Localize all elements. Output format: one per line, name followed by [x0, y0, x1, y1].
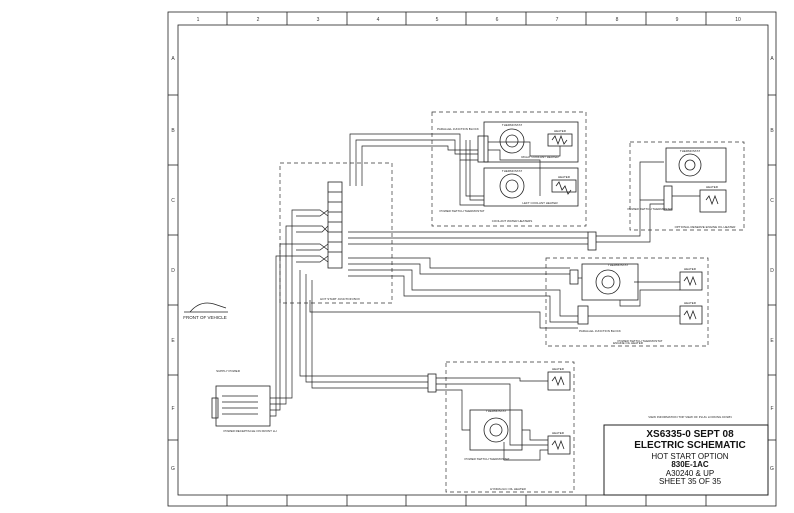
- power-receptacle: [215, 385, 271, 427]
- heater-label: HEATER: [558, 175, 571, 179]
- heater-element-icon: [547, 371, 571, 391]
- parallel-junction-label: PARALLEL JUNCTION BLOCK: [579, 329, 621, 333]
- power-switch-label: POWER SWITCH THERMOSTAT: [618, 339, 663, 343]
- row-label-c-right: C: [770, 198, 774, 204]
- hydraulic-heater-label: HYDRAULIC OIL HEATER: [490, 487, 527, 491]
- heater-label: HEATER: [554, 129, 567, 133]
- reserve-oil-thermostat-box: [665, 147, 727, 183]
- heater-label: HEATER: [684, 267, 697, 271]
- coolant-heaters-outline: [431, 111, 587, 227]
- thermostat-label: THERMOSTAT: [502, 169, 522, 173]
- heater-label: HEATER: [552, 431, 565, 435]
- heater-element-icon: [679, 271, 703, 291]
- drawing-title: ELECTRIC SCHEMATIC: [634, 439, 746, 451]
- right-coolant-label: RIGHT COOLANT HEATER: [521, 155, 559, 159]
- power-switch-label: POWER SWITCH THERMOSTAT: [465, 457, 510, 461]
- supply-power-label: SUPPLY POWER: [216, 369, 241, 373]
- row-label-f: F: [171, 406, 174, 412]
- row-label-e-right: E: [770, 338, 774, 344]
- junction-box-label: HOT START JUNCTION BOX: [320, 297, 360, 301]
- thermostat-icon: [678, 153, 702, 177]
- heater-element-icon: [679, 305, 703, 325]
- row-ticks: [168, 94, 776, 441]
- junction-terminal-block: [327, 181, 343, 269]
- col-label-8: 8: [616, 17, 619, 23]
- thermostat-label: THERMOSTAT: [486, 409, 506, 413]
- model-number: 830E-1AC: [671, 460, 709, 470]
- thermostat-icon: [595, 269, 621, 295]
- row-label-g: G: [171, 466, 175, 472]
- heater-label: HEATER: [684, 301, 697, 305]
- col-label-7: 7: [556, 17, 559, 23]
- left-coolant-thermostat-box: [483, 167, 579, 207]
- row-label-d-right: D: [770, 268, 774, 274]
- power-switch-label: POWER SWITCH THERMOSTAT: [628, 207, 673, 211]
- thermostat-icon: [499, 173, 525, 199]
- right-coolant-thermostat-box: [483, 121, 579, 163]
- front-of-vehicle-marker: [184, 302, 228, 313]
- front-of-vehicle-label: FRONT OF VEHICLE: [183, 315, 226, 320]
- title-block-text: XS6335-0 SEPT 08 ELECTRIC SCHEMATIC HOT …: [606, 424, 774, 492]
- thermostat-label: THERMOSTAT: [680, 149, 700, 153]
- row-label-c: C: [171, 198, 175, 204]
- row-label-b-right: B: [770, 128, 774, 134]
- reserve-oil-label: OPTIONAL RESERVE ENGINE OIL HEATER: [675, 225, 737, 229]
- col-label-10: 10: [735, 17, 741, 23]
- outer-border: [167, 11, 777, 507]
- engine-oil-heater-label: ENGINE OIL HEATER: [613, 341, 644, 345]
- heater-label: HEATER: [552, 367, 565, 371]
- power-switch-label: POWER SWITCH THERMOSTAT: [440, 209, 485, 213]
- parallel-junction-block: [477, 135, 489, 163]
- thermostat-label: THERMOSTAT: [608, 263, 628, 267]
- thermostat-icon: [499, 128, 525, 154]
- serial-range: A30240 & UP: [665, 468, 715, 478]
- row-label-f-right: F: [770, 406, 773, 412]
- option-name: HOT START OPTION: [651, 452, 729, 461]
- row-label-b: B: [171, 128, 175, 134]
- junction-box-outline: [279, 162, 393, 304]
- hydraulic-thermostat-box: [469, 409, 523, 451]
- left-coolant-label: LEFT COOLANT HEATER: [522, 201, 558, 205]
- row-label-e: E: [171, 338, 175, 344]
- coolant-heaters-label: COOLANT WATER HEATERS: [492, 219, 533, 223]
- col-label-9: 9: [676, 17, 679, 23]
- row-label-d: D: [171, 268, 175, 274]
- col-label-3: 3: [317, 17, 320, 23]
- heater-element-icon: [547, 133, 573, 147]
- thermostat-icon: [483, 417, 509, 443]
- col-label-2: 2: [257, 17, 260, 23]
- title-block: [603, 424, 769, 496]
- heater-label: HEATER: [706, 185, 719, 189]
- inner-border: [177, 24, 769, 496]
- heater-element-icon: [551, 179, 577, 193]
- column-ticks: [226, 12, 707, 506]
- power-receptacle-label: POWER RECEPTACLE ON FRONT LH: [223, 429, 276, 433]
- heater-element-icon: [547, 435, 571, 455]
- thermostat-label: THERMOSTAT: [502, 123, 522, 127]
- reserve-oil-heater-outline: [629, 141, 745, 231]
- engine-oil-heater-outline: [545, 257, 709, 347]
- row-label-a: A: [171, 56, 175, 62]
- col-label-5: 5: [436, 17, 439, 23]
- view-note-label: VIEW INFORMATION TOP VIEW OF PLUG LOOKIN…: [648, 415, 731, 419]
- heater-element-icon: [699, 189, 727, 213]
- parallel-junction-label: PARALLEL JUNCTION BLOCK: [437, 127, 479, 131]
- row-label-a-right: A: [770, 56, 774, 62]
- row-label-g-right: G: [770, 466, 774, 472]
- col-label-6: 6: [496, 17, 499, 23]
- drawing-number: XS6335-0 SEPT 08: [646, 429, 734, 440]
- sheet-number: SHEET 35 OF 35: [658, 477, 722, 487]
- hydraulic-heater-outline: [445, 361, 575, 493]
- col-label-4: 4: [377, 17, 380, 23]
- engine-oil-thermostat-box: [581, 263, 639, 301]
- col-label-1: 1: [197, 17, 200, 23]
